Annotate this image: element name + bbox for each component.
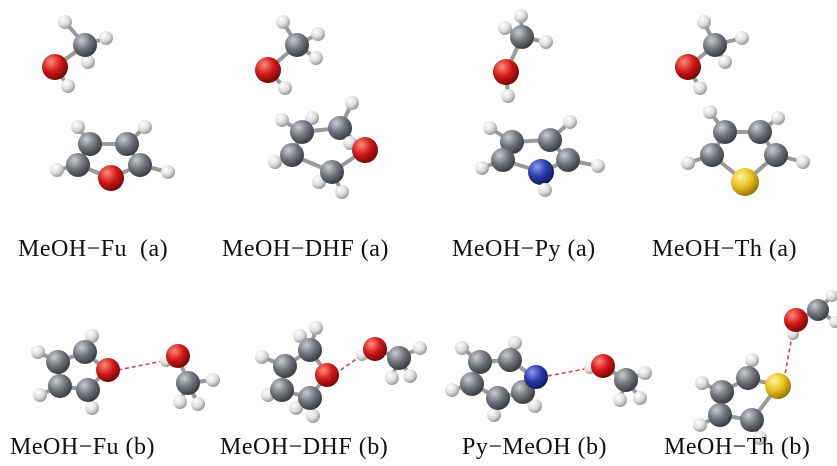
caption-meoh-fu-a: MeOH−Fu (a) — [18, 236, 169, 262]
molecule-meoh-th-a — [675, 15, 810, 196]
caption-py-meoh-b: Py−MeOH (b) — [462, 434, 608, 460]
caption-meoh-dhf-a: MeOH−DHF (a) — [222, 236, 389, 262]
molecule-meoh-fu-a — [42, 15, 175, 191]
caption-meoh-fu-b: MeOH−Fu (b) — [10, 434, 156, 460]
molecule-meoh-fu-b — [31, 329, 220, 415]
molecule-meoh-py-a — [475, 9, 605, 197]
caption-meoh-th-b: MeOH−Th (b) — [664, 434, 811, 460]
caption-meoh-py-a: MeOH−Py (a) — [452, 236, 596, 262]
molecule-meoh-dhf-a — [255, 15, 378, 199]
molecule-py-meoh-b — [445, 336, 652, 422]
caption-meoh-dhf-b: MeOH−DHF (b) — [220, 434, 389, 460]
molecule-meoh-th-b — [693, 290, 837, 445]
molecule-meoh-dhf-b — [255, 321, 427, 423]
caption-meoh-th-a: MeOH−Th (a) — [652, 236, 797, 262]
